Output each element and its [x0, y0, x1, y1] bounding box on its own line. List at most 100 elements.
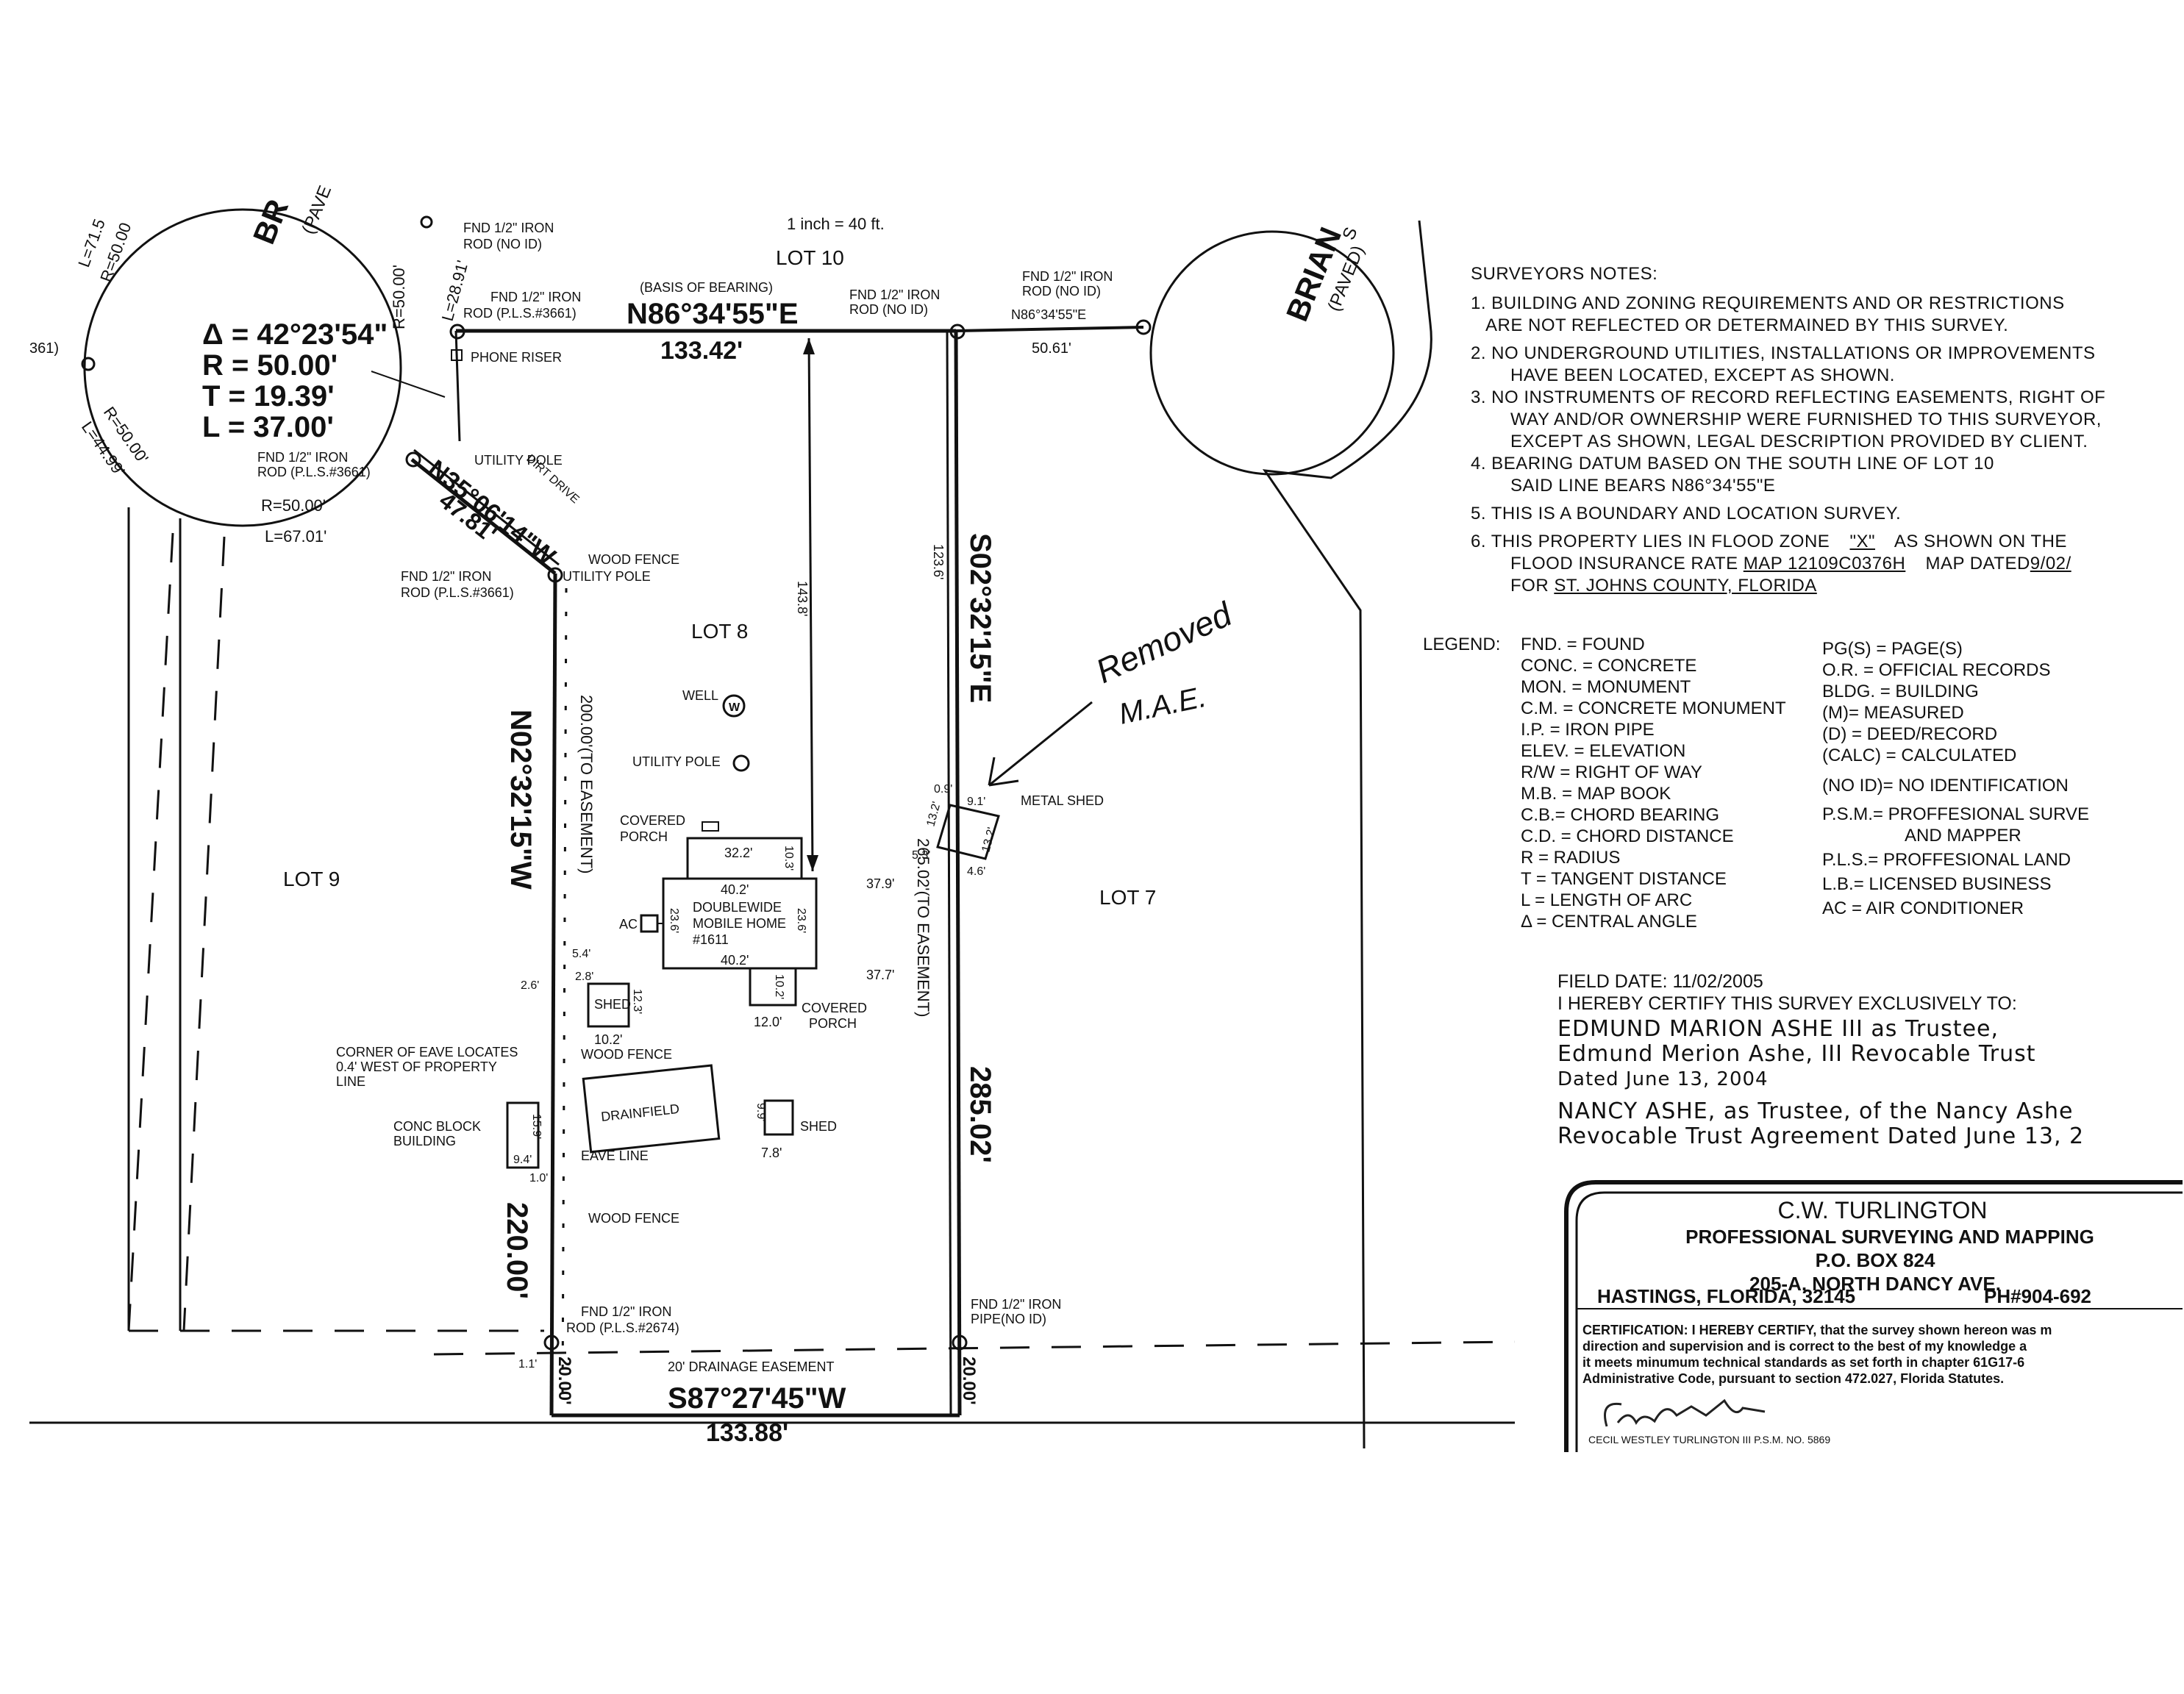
note-3-c: EXCEPT AS SHOWN, LEGAL DESCRIPTION PROVI… [1510, 432, 2088, 451]
legend-title: LEGEND: [1423, 635, 1501, 654]
wood-fence-west [561, 587, 568, 1398]
iron-rod-icon [81, 357, 96, 371]
curve-tangent: T = 19.39' [202, 380, 335, 412]
dim-9-4: 9.4' [513, 1154, 532, 1166]
shed-2-label: SHED [800, 1119, 837, 1134]
dim-12-0: 12.0' [754, 1015, 782, 1029]
phone-riser-label: PHONE RISER [471, 350, 562, 365]
iron-pipe-icon [952, 1334, 968, 1351]
note-4-b: SAID LINE BEARS N86°34'55"E [1510, 476, 1776, 496]
iron-rod-icon [420, 215, 433, 229]
iron-rod-icon [547, 567, 563, 583]
note-1-b: ARE NOT REFLECTED OR DETERMAINED BY THIS… [1485, 315, 2009, 335]
curve-label-r50b: R=50.00' [390, 265, 408, 329]
west-inner-distance: 200.00'(TO EASEMENT) [577, 695, 596, 873]
monument-6-line2: ROD (P.L.S.#3661) [401, 585, 514, 600]
monument-8-line1: FND 1/2" IRON [971, 1297, 1061, 1312]
ms-dim-6: 4.6' [967, 865, 985, 878]
dim-23-6-left: 23.6' [668, 908, 680, 933]
surveyors-notes: SURVEYORS NOTES: 1. BUILDING AND ZONING … [1471, 263, 2105, 597]
monument-4-line1: FND 1/2" IRON [1022, 269, 1113, 284]
road-edge-right [1262, 220, 1432, 1449]
dimension-143-8-line [807, 337, 814, 872]
south-distance-partial: 133.88' [706, 1419, 788, 1447]
ac-unit-icon [640, 914, 659, 933]
dim-40-2-bottom: 40.2' [721, 953, 749, 968]
drainage-easement-label: 20' DRAINAGE EASEMENT [668, 1359, 835, 1374]
covered-porch-label: COVERED [620, 813, 685, 828]
west-distance: 220.00' [501, 1202, 533, 1299]
dim-37-7: 37.7' [866, 968, 894, 982]
monument-1-line1: FND 1/2" IRON [463, 221, 554, 235]
ms-dim-4: 13.2' [979, 826, 998, 854]
curve-leader [371, 371, 446, 398]
handwritten-arrow-head [988, 757, 1019, 787]
curve-delta: Δ = 42°23'54" [202, 318, 388, 351]
notes-title: SURVEYORS NOTES: [1471, 264, 1658, 284]
monument-7-line1: FND 1/2" IRON [581, 1304, 671, 1319]
east-inner-distance: 265.02'(TO EASEMENT) [914, 838, 932, 1017]
monument-8-line2: PIPE(NO ID) [971, 1312, 1046, 1326]
north-ext-bearing: N86°34'55"E [1011, 307, 1086, 322]
utility-pole-label: UTILITY POLE [474, 453, 563, 468]
porch-step [702, 821, 719, 832]
certify-hand-2: Edmund Merion Ashe, III Revocable Trust [1557, 1041, 2036, 1067]
note-3-a: 3. NO INSTRUMENTS OF RECORD REFLECTING E… [1471, 387, 2106, 407]
title-block-frame [1564, 1180, 2183, 1452]
wood-fence-3-label: WOOD FENCE [588, 1211, 679, 1226]
shed-small [587, 982, 630, 1028]
dim-23-6-right: 23.6' [795, 908, 807, 933]
monument-7-line2: ROD (P.L.S.#2674) [566, 1320, 679, 1335]
dim-2-6: 2.6' [521, 979, 539, 992]
eave-note-1: CORNER OF EAVE LOCATES [336, 1045, 518, 1059]
dim-40-2-top: 40.2' [721, 882, 749, 897]
handwritten-removed: Removed [1090, 594, 1238, 690]
eave-note-2: 0.4' WEST OF PROPERTY [336, 1059, 497, 1074]
monument-2-line1: FND 1/2" IRON [490, 290, 581, 304]
curve-label-l6701: L=67.01' [265, 527, 326, 546]
monument-5-line2: ROD (P.L.S.#3661) [257, 465, 371, 479]
drainage-easement-line [433, 1340, 1516, 1356]
surveyor-name: C.W. TURLINGTON [1777, 1197, 1988, 1223]
certify-block: FIELD DATE: 11/02/2005 I HEREBY CERTIFY … [1557, 971, 2017, 1015]
iron-rod-icon [449, 324, 465, 340]
metal-shed-label: METAL SHED [1021, 793, 1104, 808]
certification-text: CERTIFICATION: I HEREBY CERTIFY, that th… [1582, 1322, 2052, 1387]
east-distance: 285.02' [964, 1066, 996, 1163]
iron-rod-icon [949, 324, 966, 340]
tb-line-2: P.O. BOX 824 [1815, 1249, 1935, 1271]
certify-hand-5: Revocable Trust Agreement Dated June 13,… [1557, 1123, 2085, 1149]
dim-5-4: 5.4' [572, 948, 590, 960]
shed-2 [763, 1099, 794, 1136]
road-name-brian-left: BR [246, 195, 295, 249]
well-icon [722, 694, 746, 718]
east-boundary-inner [946, 330, 952, 1416]
certify-statement: I HEREBY CERTIFY THIS SURVEY EXCLUSIVELY… [1557, 993, 2017, 1014]
porch-2-label: PORCH [809, 1016, 857, 1031]
dim-32-2: 32.2' [724, 846, 752, 860]
diagonal-boundary-inner [413, 448, 560, 566]
curve-radius: R = 50.00' [202, 349, 338, 382]
scale-note: 1 inch = 40 ft. [787, 215, 885, 233]
certify-hand-1: EDMUND MARION ASHE III as Trustee, [1557, 1016, 1999, 1042]
iron-rod-icon [405, 451, 421, 468]
well-label: WELL [682, 688, 718, 703]
field-date: FIELD DATE: 11/02/2005 [1557, 971, 1763, 992]
conc-block-building [506, 1101, 540, 1169]
east-boundary [954, 330, 962, 1416]
dimension-arrow-bottom [807, 855, 818, 871]
north-boundary-extension [955, 326, 1144, 332]
dim-37-9: 37.9' [866, 876, 894, 891]
lot-8-label: LOT 8 [691, 620, 748, 643]
dim-15-9: 15.9' [530, 1114, 543, 1139]
dim-10-3: 10.3' [782, 846, 795, 871]
note-6-b: FLOOD INSURANCE RATE MAP 12109C0376H MAP… [1510, 554, 2071, 573]
note-5: 5. THIS IS A BOUNDARY AND LOCATION SURVE… [1471, 504, 1902, 523]
tb-line-4: HASTINGS, FLORIDA, 32145 [1597, 1285, 1856, 1307]
dimension-arrow-top [803, 338, 815, 354]
curve-label-r50d: R=50.00' [261, 496, 326, 515]
drainfield [582, 1064, 721, 1154]
lot-10-label: LOT 10 [776, 246, 844, 269]
cert-line-1: CERTIFICATION: I HEREBY CERTIFY, that th… [1582, 1323, 2052, 1337]
drainfield-label: DRAINFIELD [600, 1101, 680, 1124]
